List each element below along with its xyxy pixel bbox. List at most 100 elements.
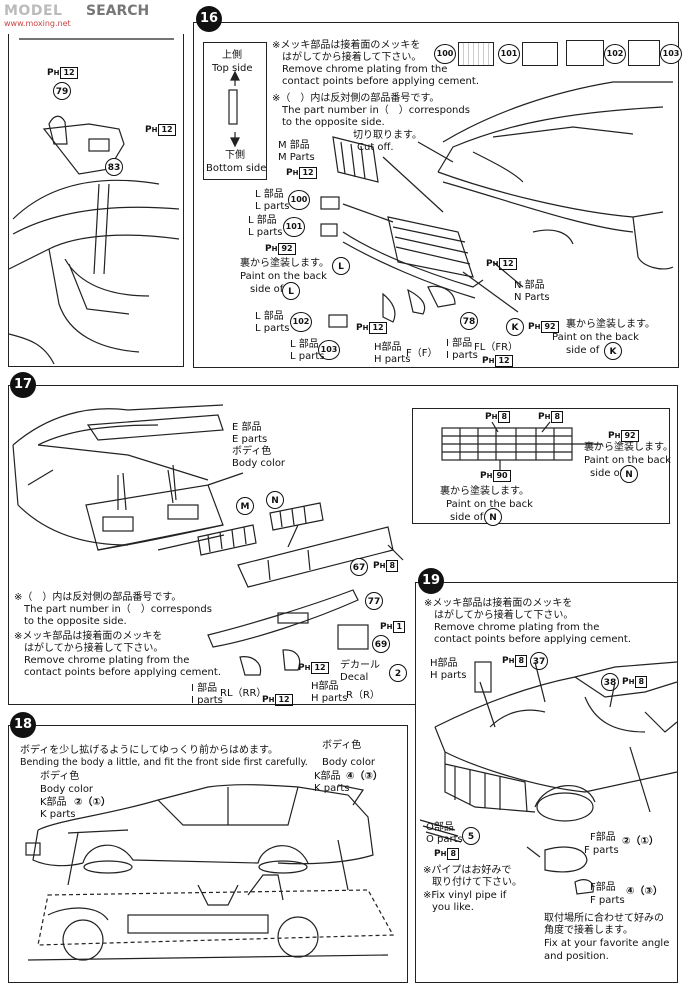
s16-cut-en: Cut off. (357, 142, 394, 153)
watermark-logo: MODEL SEARCH www.moxing.net (0, 0, 170, 30)
s19-note-en1: Remove chrome plating from the (434, 622, 600, 633)
s16-back-jp: 裏から塗装します。 (240, 258, 329, 269)
s16-car-front-illustration (320, 81, 674, 328)
s19-fix-jp1: 取付場所に合わせて好みの (544, 913, 664, 924)
s18-body2-jp: ボディ色 (322, 740, 362, 751)
s19-pipe-en2: you like. (432, 902, 474, 913)
s16-l-en4: L parts (290, 351, 325, 362)
s17-note-en2: to the opposite side. (24, 616, 127, 627)
s16-back-en1: Paint on the back (240, 271, 327, 282)
s17-decal-jp: デカール (340, 660, 380, 671)
s19-part-37: 37 (530, 652, 548, 670)
s19-o-num: 5 (462, 827, 480, 845)
s16-part-100-top: 100 (434, 44, 456, 64)
s19-fix-jp2: 角度で接着します。 (544, 925, 633, 936)
s18-inst-jp: ボディを少し拡げるようにしてゆっくり前からはめます。 (20, 745, 278, 756)
part-83: 83 (105, 158, 123, 176)
s16-back-letter-l: L (332, 257, 350, 275)
s18-body2-en: Body color (322, 757, 376, 768)
s17-m-letter: M (236, 497, 254, 515)
s17-note-jp: ※（ ）内は反対側の部品番号です。 (14, 592, 182, 603)
s17-decal-en: Decal (340, 672, 369, 683)
s17-decal-num: 2 (389, 664, 407, 682)
s17-note2-en1: Remove chrome plating from the (24, 655, 190, 666)
s19-fix-en2: and position. (544, 951, 609, 962)
s17-i-jp: I 部品 (191, 683, 218, 694)
s16-k-back-jp: 裏から塗装します。 (566, 319, 655, 330)
s17-car-rear-illustration (12, 404, 404, 676)
s17-inset-back2-en2: side of (590, 468, 624, 479)
step-18-badge: 18 (10, 712, 36, 738)
s17-inset-grille (441, 421, 602, 470)
watermark-site: www.moxing.net (4, 19, 71, 28)
s16-part-102-top: 102 (604, 44, 626, 64)
s16-back-letter-l2: L (282, 282, 300, 300)
s16-chrome-piece-101 (522, 42, 558, 66)
s19-o-en: O parts (426, 834, 463, 845)
s16-orientation-box (203, 42, 267, 180)
watermark-brand: MODEL (4, 3, 63, 19)
s16-k-letter-b: K (604, 342, 622, 360)
s19-note-jp2: はがしてから接着して下さい。 (434, 610, 574, 621)
s16-part-103-top: 103 (660, 44, 682, 64)
s16-note2-jp: ※（ ）内は反対側の部品番号です。 (272, 93, 440, 104)
s18-k2-nums: ④（③） (346, 771, 383, 782)
s18-inst-en: Bending the body a little, and fit the f… (20, 757, 308, 768)
s16-note1-en1: Remove chrome plating from the (282, 64, 448, 75)
s17-inset-back-jp: 裏から塗装します。 (440, 486, 529, 497)
s16-f-label: F（F） (406, 348, 438, 359)
s17-e-jp: E 部品 (232, 422, 262, 433)
s16-k-back-en2: side of (566, 345, 600, 356)
s17-part-77: 77 (365, 592, 383, 610)
s17-rl-label: RL（RR） (220, 688, 267, 699)
s18-body-chassis-illustration (25, 784, 395, 961)
s16-l-jp3: L 部品 (255, 311, 284, 322)
s17-part-67: 67 (350, 558, 368, 576)
s16-part-102: 102 (290, 312, 312, 332)
s16-cut-jp: 切り取ります。 (353, 130, 422, 141)
s17-n-letter: N (266, 491, 284, 509)
s16-l-jp2: L 部品 (248, 215, 277, 226)
s18-body-en: Body color (40, 784, 94, 795)
s17-i-en: I parts (191, 695, 223, 706)
s16-n-en: N Parts (514, 292, 550, 303)
s16-note1-en2: contact points before applying cement. (282, 76, 479, 87)
step-17-badge: 17 (10, 372, 36, 398)
s16-i-jp: I 部品 (446, 338, 473, 349)
s19-f2-en: F parts (590, 895, 625, 906)
part-79: 79 (53, 82, 71, 100)
s16-h-en: H parts (374, 354, 411, 365)
s16-note2-en2: to the opposite side. (282, 117, 385, 128)
s16-l-en1: L parts (255, 201, 290, 212)
step-19-badge: 19 (418, 568, 444, 594)
s16-part-78: 78 (460, 312, 478, 330)
s16-bottom-jp: 下側 (225, 150, 245, 161)
s16-chrome-piece-100 (458, 42, 494, 66)
s17-inset-n2-letter: N (620, 465, 638, 483)
s19-f-jp: F部品 (590, 832, 616, 843)
s16-l-en2: L parts (248, 227, 283, 238)
s18-k-en: K parts (40, 809, 76, 820)
step16-panel (193, 22, 679, 368)
s16-n-jp: N 部品 (514, 280, 545, 291)
s17-note2-jp2: はがしてから接着して下さい。 (24, 643, 164, 654)
s17-inset-n-letter: N (484, 508, 502, 526)
s17-body-jp: ボディ色 (232, 446, 272, 457)
s16-bottom-en: Bottom side (206, 163, 267, 174)
s16-h-jp: H部品 (374, 342, 402, 353)
s18-k2-en: K parts (314, 783, 350, 794)
s16-i-en: I parts (446, 350, 478, 361)
